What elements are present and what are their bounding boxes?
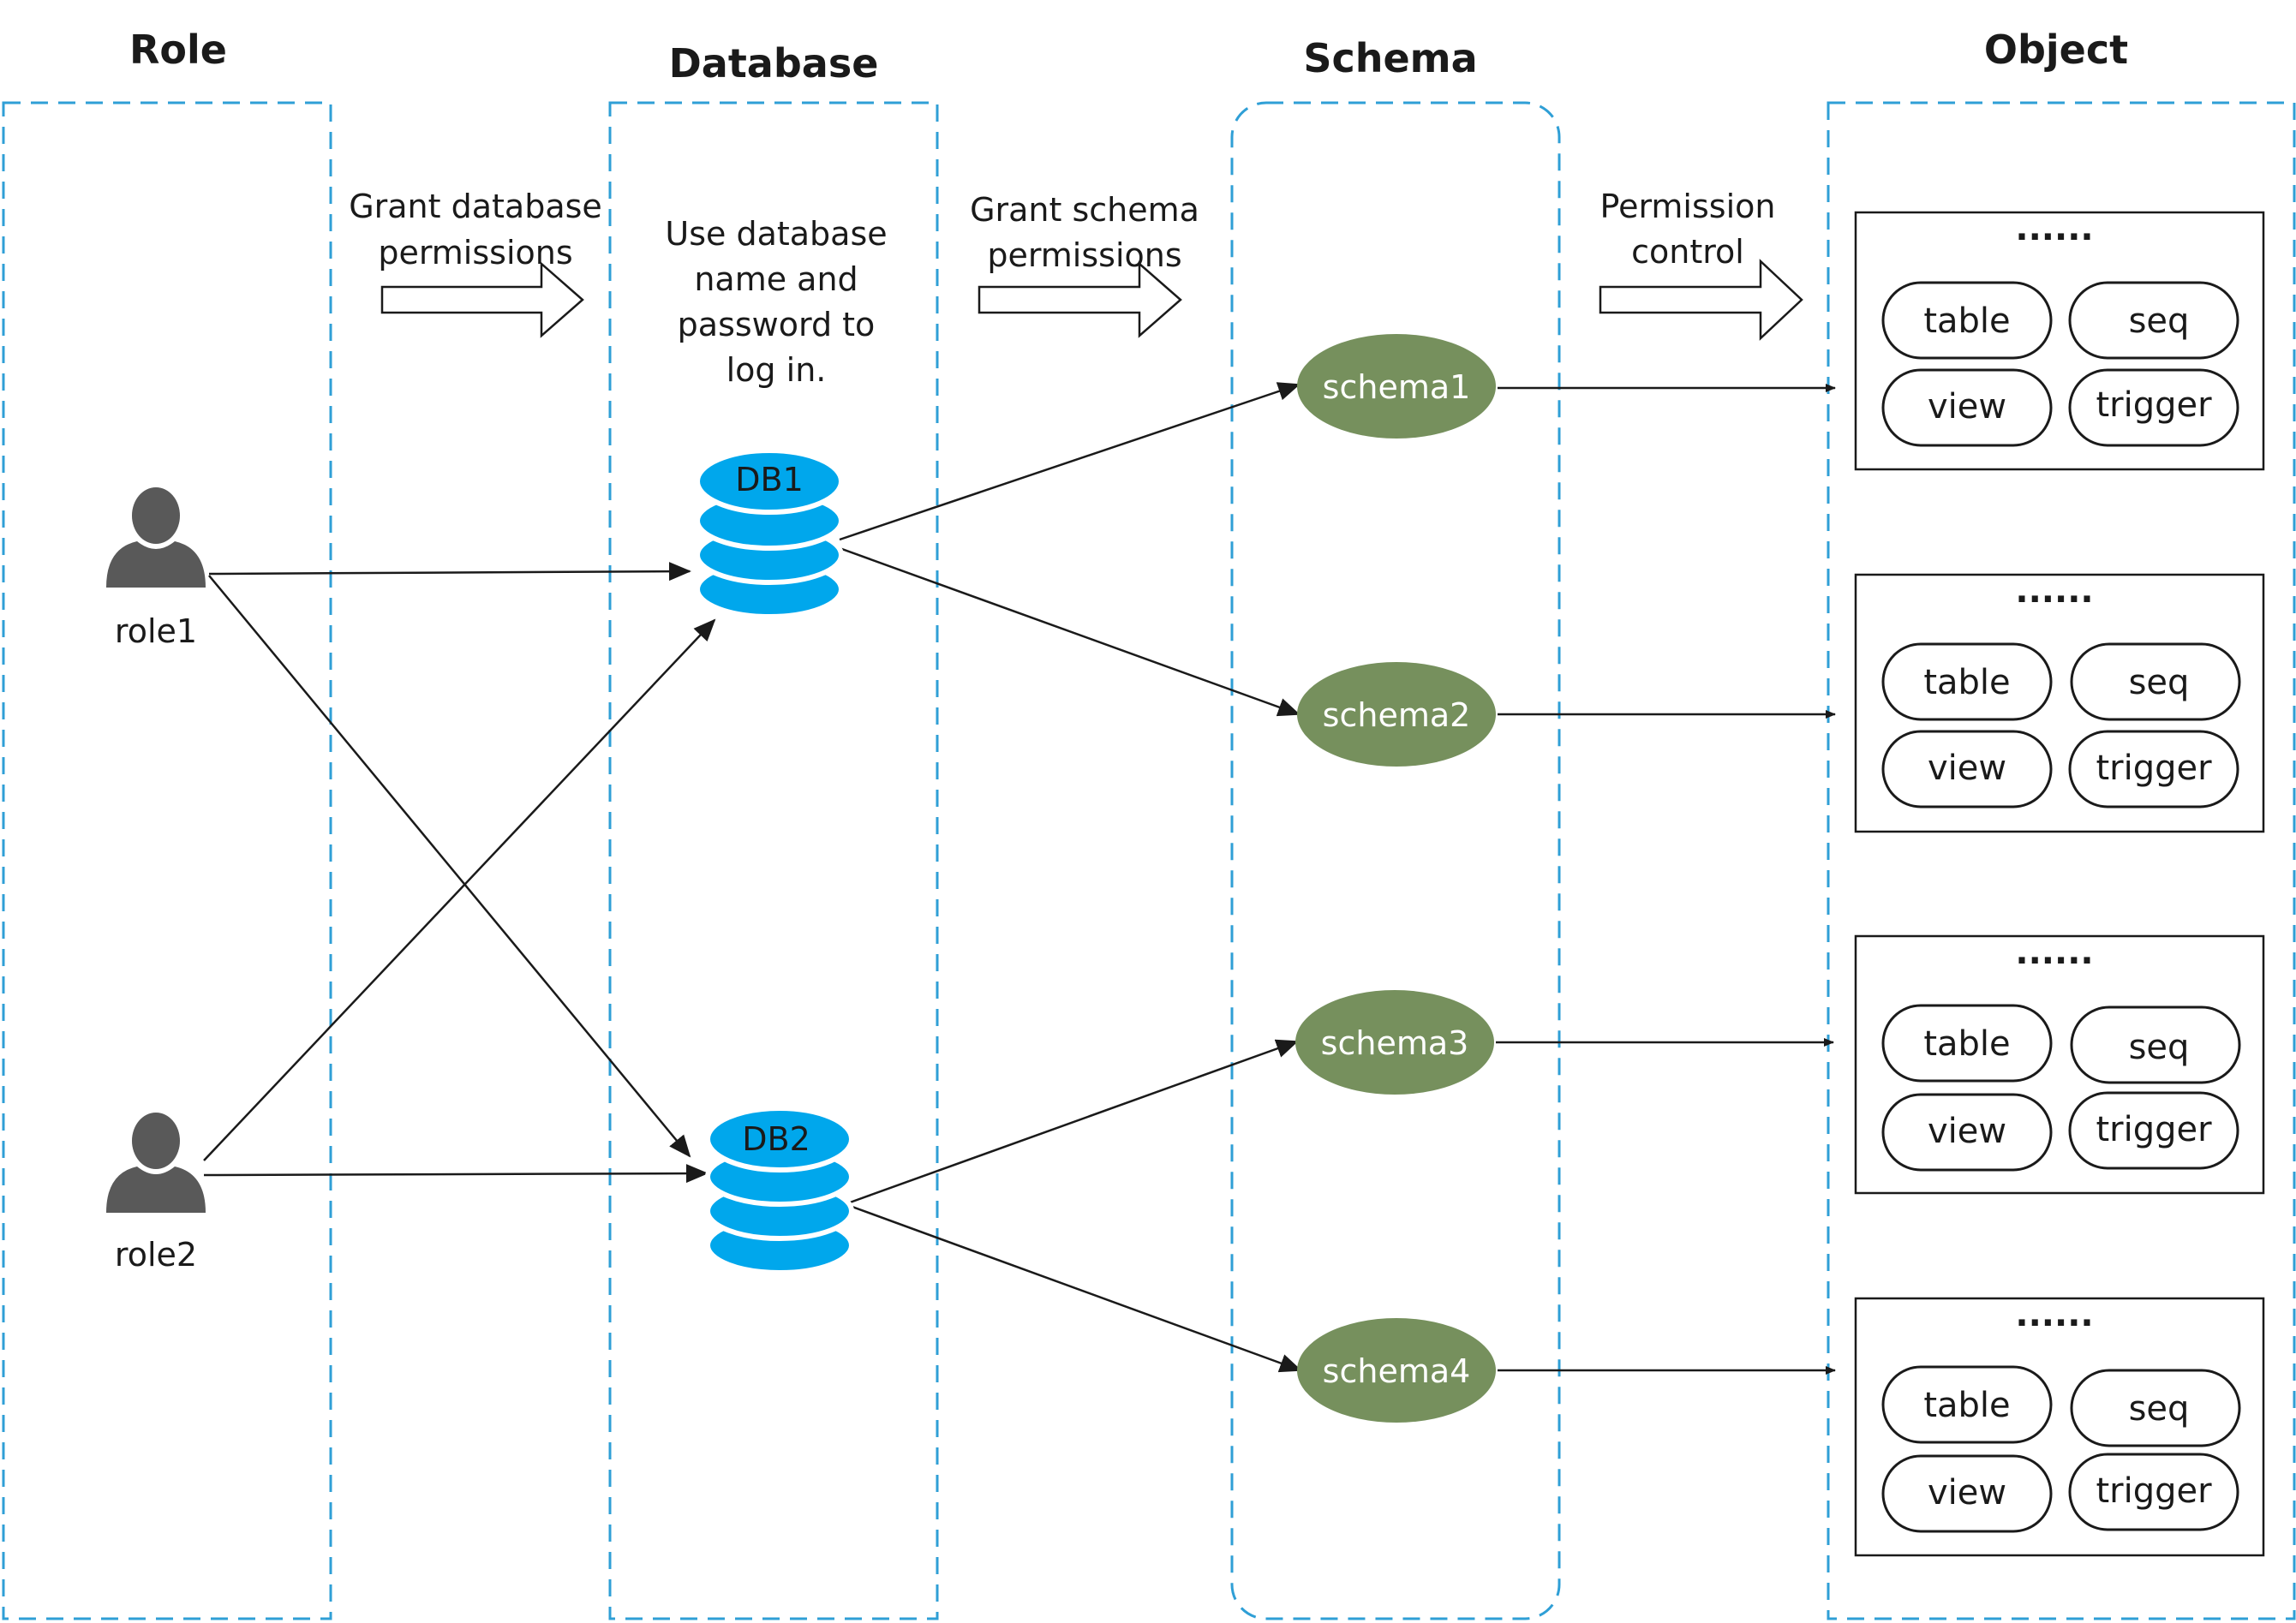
object-table xyxy=(1881,281,2053,360)
login-label-line3: password to xyxy=(678,306,876,343)
edge-role2-db2 xyxy=(203,1164,709,1184)
schema1-node: schema1 xyxy=(1297,334,1496,439)
schema2-ellipse xyxy=(1297,662,1496,767)
object-table-label: table xyxy=(1923,1386,2010,1425)
object-seq xyxy=(2070,1369,2241,1447)
object-trigger xyxy=(2068,368,2239,447)
object-table xyxy=(1881,642,2053,721)
object-ellipsis: ...... xyxy=(2015,1295,2093,1334)
object-table-label: table xyxy=(1923,1024,2010,1064)
edge-db1-schema2 xyxy=(839,546,1300,717)
role2-node: role2 xyxy=(106,1113,206,1274)
object-group-4: ...... table seq view trigger xyxy=(1854,1295,2265,1557)
login-label-line2: name and xyxy=(694,260,858,298)
login-label-line4: log in. xyxy=(726,351,827,389)
object-view-label: view xyxy=(1928,749,2006,788)
person-icon xyxy=(106,1113,206,1213)
object-table-label: table xyxy=(1923,301,2010,341)
object-group-3: ...... table seq view trigger xyxy=(1854,933,2265,1195)
schema1-label: schema1 xyxy=(1323,368,1471,406)
schema2-label: schema2 xyxy=(1323,696,1471,734)
object-trigger xyxy=(2068,1091,2239,1170)
schema3-ellipse xyxy=(1295,990,1494,1095)
database-column-title: Database xyxy=(669,40,879,87)
object-seq-label: seq xyxy=(2129,1389,2190,1429)
role1-node: role1 xyxy=(106,487,206,650)
schema2-node: schema2 xyxy=(1297,662,1496,767)
object-view-label: view xyxy=(1928,387,2006,427)
db2-node: DB2 xyxy=(705,1106,854,1275)
schema4-node: schema4 xyxy=(1297,1318,1496,1423)
object-view xyxy=(1881,368,2053,447)
role-lane xyxy=(2,101,332,1620)
schema3-label: schema3 xyxy=(1321,1024,1469,1062)
grant-schema-label-line2: permissions xyxy=(987,236,1181,274)
edge-role1-db2 xyxy=(208,575,691,1158)
object-lane xyxy=(1827,101,2296,1620)
object-trigger xyxy=(2068,1453,2239,1531)
object-table xyxy=(1881,1365,2053,1444)
database-icon xyxy=(705,1106,854,1275)
db1-label: DB1 xyxy=(735,461,804,498)
edge-db2-schema4 xyxy=(849,1204,1302,1373)
person-icon xyxy=(106,487,206,588)
object-table xyxy=(1881,1004,2053,1083)
grant-schema-label-line1: Grant schema xyxy=(970,191,1199,229)
object-column-title: Object xyxy=(1984,27,2128,73)
grant-database-block-arrow-icon xyxy=(380,261,584,338)
object-ellipsis: ...... xyxy=(2015,209,2093,248)
permission-control-block-arrow-icon xyxy=(1599,259,1803,341)
object-view-label: view xyxy=(1928,1473,2006,1513)
schema1-ellipse xyxy=(1297,334,1496,439)
schema-column-title: Schema xyxy=(1303,35,1477,81)
db2-label: DB2 xyxy=(742,1120,810,1158)
object-view xyxy=(1881,1093,2053,1172)
object-trigger-label: trigger xyxy=(2096,1110,2212,1149)
object-trigger-label: trigger xyxy=(2096,385,2212,425)
permission-control-label-line2: control xyxy=(1631,233,1744,271)
permission-control-label-line1: Permission xyxy=(1600,188,1776,225)
object-view xyxy=(1881,730,2053,809)
object-trigger xyxy=(2068,730,2239,809)
schema4-label: schema4 xyxy=(1323,1352,1471,1390)
object-ellipsis: ...... xyxy=(2015,933,2093,972)
db1-node: DB1 xyxy=(695,448,844,619)
object-seq xyxy=(2068,281,2239,360)
object-view-label: view xyxy=(1928,1112,2006,1151)
grant-database-label-line1: Grant database xyxy=(349,188,602,225)
object-view xyxy=(1881,1454,2053,1533)
object-table-label: table xyxy=(1923,663,2010,702)
role1-label: role1 xyxy=(115,612,197,650)
schema3-node: schema3 xyxy=(1295,990,1494,1095)
edge-db2-schema3 xyxy=(849,1039,1299,1204)
object-seq xyxy=(2070,642,2241,721)
object-seq-label: seq xyxy=(2129,301,2190,341)
object-group-2: ...... table seq view trigger xyxy=(1854,571,2265,833)
object-seq xyxy=(2070,1005,2241,1084)
database-lane xyxy=(608,101,939,1620)
object-group-1: ...... table seq view trigger xyxy=(1854,209,2265,471)
edge-role1-db1 xyxy=(208,562,691,582)
role2-label: role2 xyxy=(115,1236,197,1274)
object-seq-label: seq xyxy=(2129,1028,2190,1067)
object-trigger-label: trigger xyxy=(2096,1471,2212,1511)
object-ellipsis: ...... xyxy=(2015,571,2093,611)
database-icon xyxy=(695,448,844,619)
grant-schema-block-arrow-icon xyxy=(978,261,1182,338)
edge-db1-schema1 xyxy=(839,382,1300,541)
role-column-title: Role xyxy=(129,27,227,73)
schema4-ellipse xyxy=(1297,1318,1496,1423)
login-label-line1: Use database xyxy=(665,215,887,253)
object-seq-label: seq xyxy=(2129,663,2190,702)
edge-role2-db1 xyxy=(203,618,716,1161)
object-trigger-label: trigger xyxy=(2096,749,2212,788)
